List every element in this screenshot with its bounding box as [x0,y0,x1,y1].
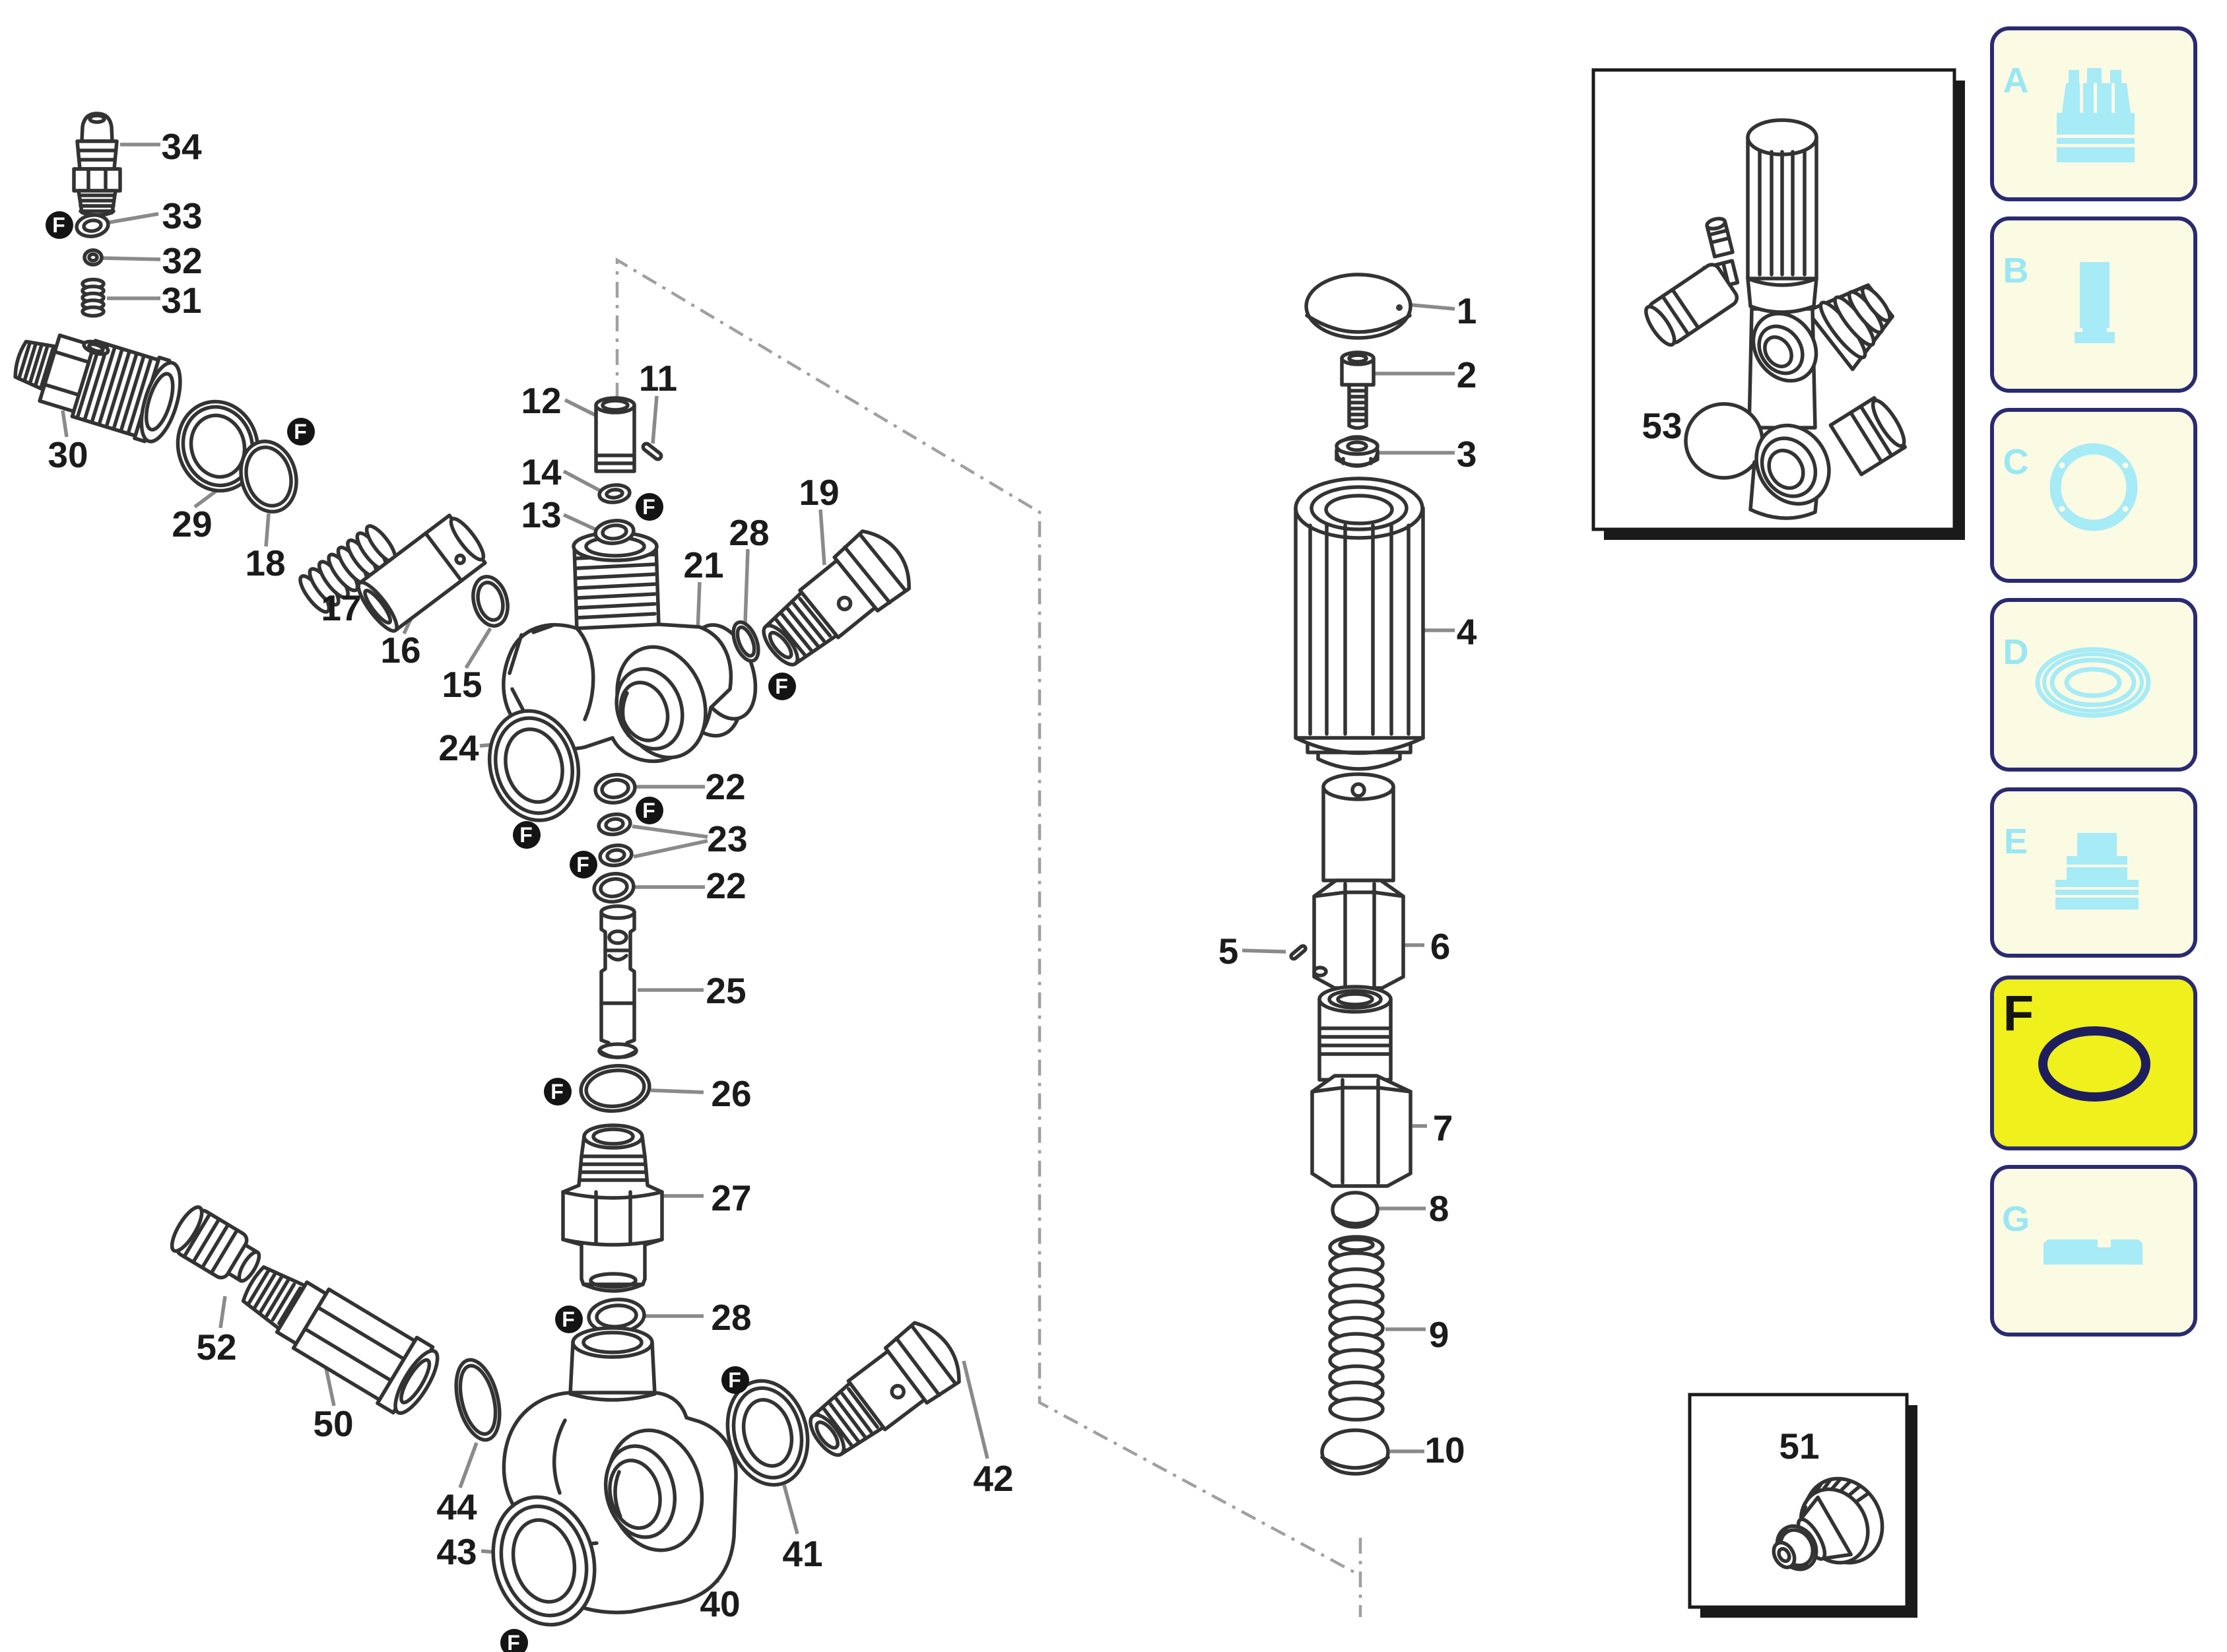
svg-text:31: 31 [161,280,201,321]
svg-text:G: G [2002,1199,2030,1239]
svg-text:27: 27 [711,1177,751,1218]
svg-text:22: 22 [706,865,746,906]
svg-text:43: 43 [436,1531,477,1572]
svg-text:52: 52 [196,1327,236,1368]
svg-text:26: 26 [711,1073,751,1114]
svg-text:33: 33 [162,195,202,236]
svg-text:23: 23 [707,818,747,859]
svg-text:16: 16 [380,630,420,671]
svg-text:F: F [519,823,533,847]
svg-text:A: A [2003,61,2029,100]
svg-text:10: 10 [1424,1430,1465,1470]
svg-text:4: 4 [1457,611,1477,652]
svg-text:9: 9 [1429,1314,1449,1355]
svg-text:F: F [2003,985,2034,1041]
svg-text:F: F [775,675,788,698]
svg-text:11: 11 [639,358,677,399]
svg-text:24: 24 [438,727,479,768]
svg-text:D: D [2003,632,2029,672]
svg-text:22: 22 [705,766,745,807]
svg-text:F: F [550,1080,564,1104]
svg-text:40: 40 [700,1583,740,1624]
svg-text:14: 14 [521,451,562,492]
svg-text:F: F [507,1631,520,1652]
svg-text:18: 18 [245,543,285,583]
svg-text:42: 42 [973,1458,1013,1499]
svg-text:12: 12 [521,380,561,421]
svg-text:15: 15 [442,664,482,705]
svg-text:F: F [52,213,65,237]
svg-text:53: 53 [1642,405,1682,446]
svg-text:29: 29 [172,504,212,545]
svg-text:8: 8 [1429,1188,1449,1229]
svg-text:3: 3 [1457,434,1477,475]
svg-text:44: 44 [436,1486,477,1527]
svg-text:2: 2 [1457,354,1477,395]
svg-text:41: 41 [782,1533,822,1574]
svg-text:17: 17 [321,587,361,628]
svg-text:C: C [2003,442,2029,482]
svg-text:19: 19 [799,472,839,513]
svg-text:25: 25 [706,970,746,1011]
svg-text:F: F [728,1368,741,1392]
svg-text:5: 5 [1218,931,1239,972]
svg-text:21: 21 [683,545,723,585]
svg-text:6: 6 [1430,926,1451,967]
svg-text:F: F [562,1307,575,1331]
svg-text:30: 30 [48,434,88,475]
svg-text:F: F [642,799,655,822]
svg-text:E: E [2004,822,2028,861]
svg-text:7: 7 [1433,1107,1453,1148]
svg-text:28: 28 [729,512,769,553]
svg-text:51: 51 [1779,1426,1819,1467]
svg-text:50: 50 [313,1403,353,1444]
svg-text:13: 13 [521,494,561,535]
svg-text:34: 34 [161,126,202,167]
svg-text:F: F [294,420,307,444]
svg-text:32: 32 [162,240,202,281]
svg-text:F: F [576,853,589,876]
svg-text:B: B [2003,251,2029,290]
svg-text:1: 1 [1457,290,1477,331]
svg-text:28: 28 [711,1297,751,1338]
svg-text:F: F [642,495,655,519]
